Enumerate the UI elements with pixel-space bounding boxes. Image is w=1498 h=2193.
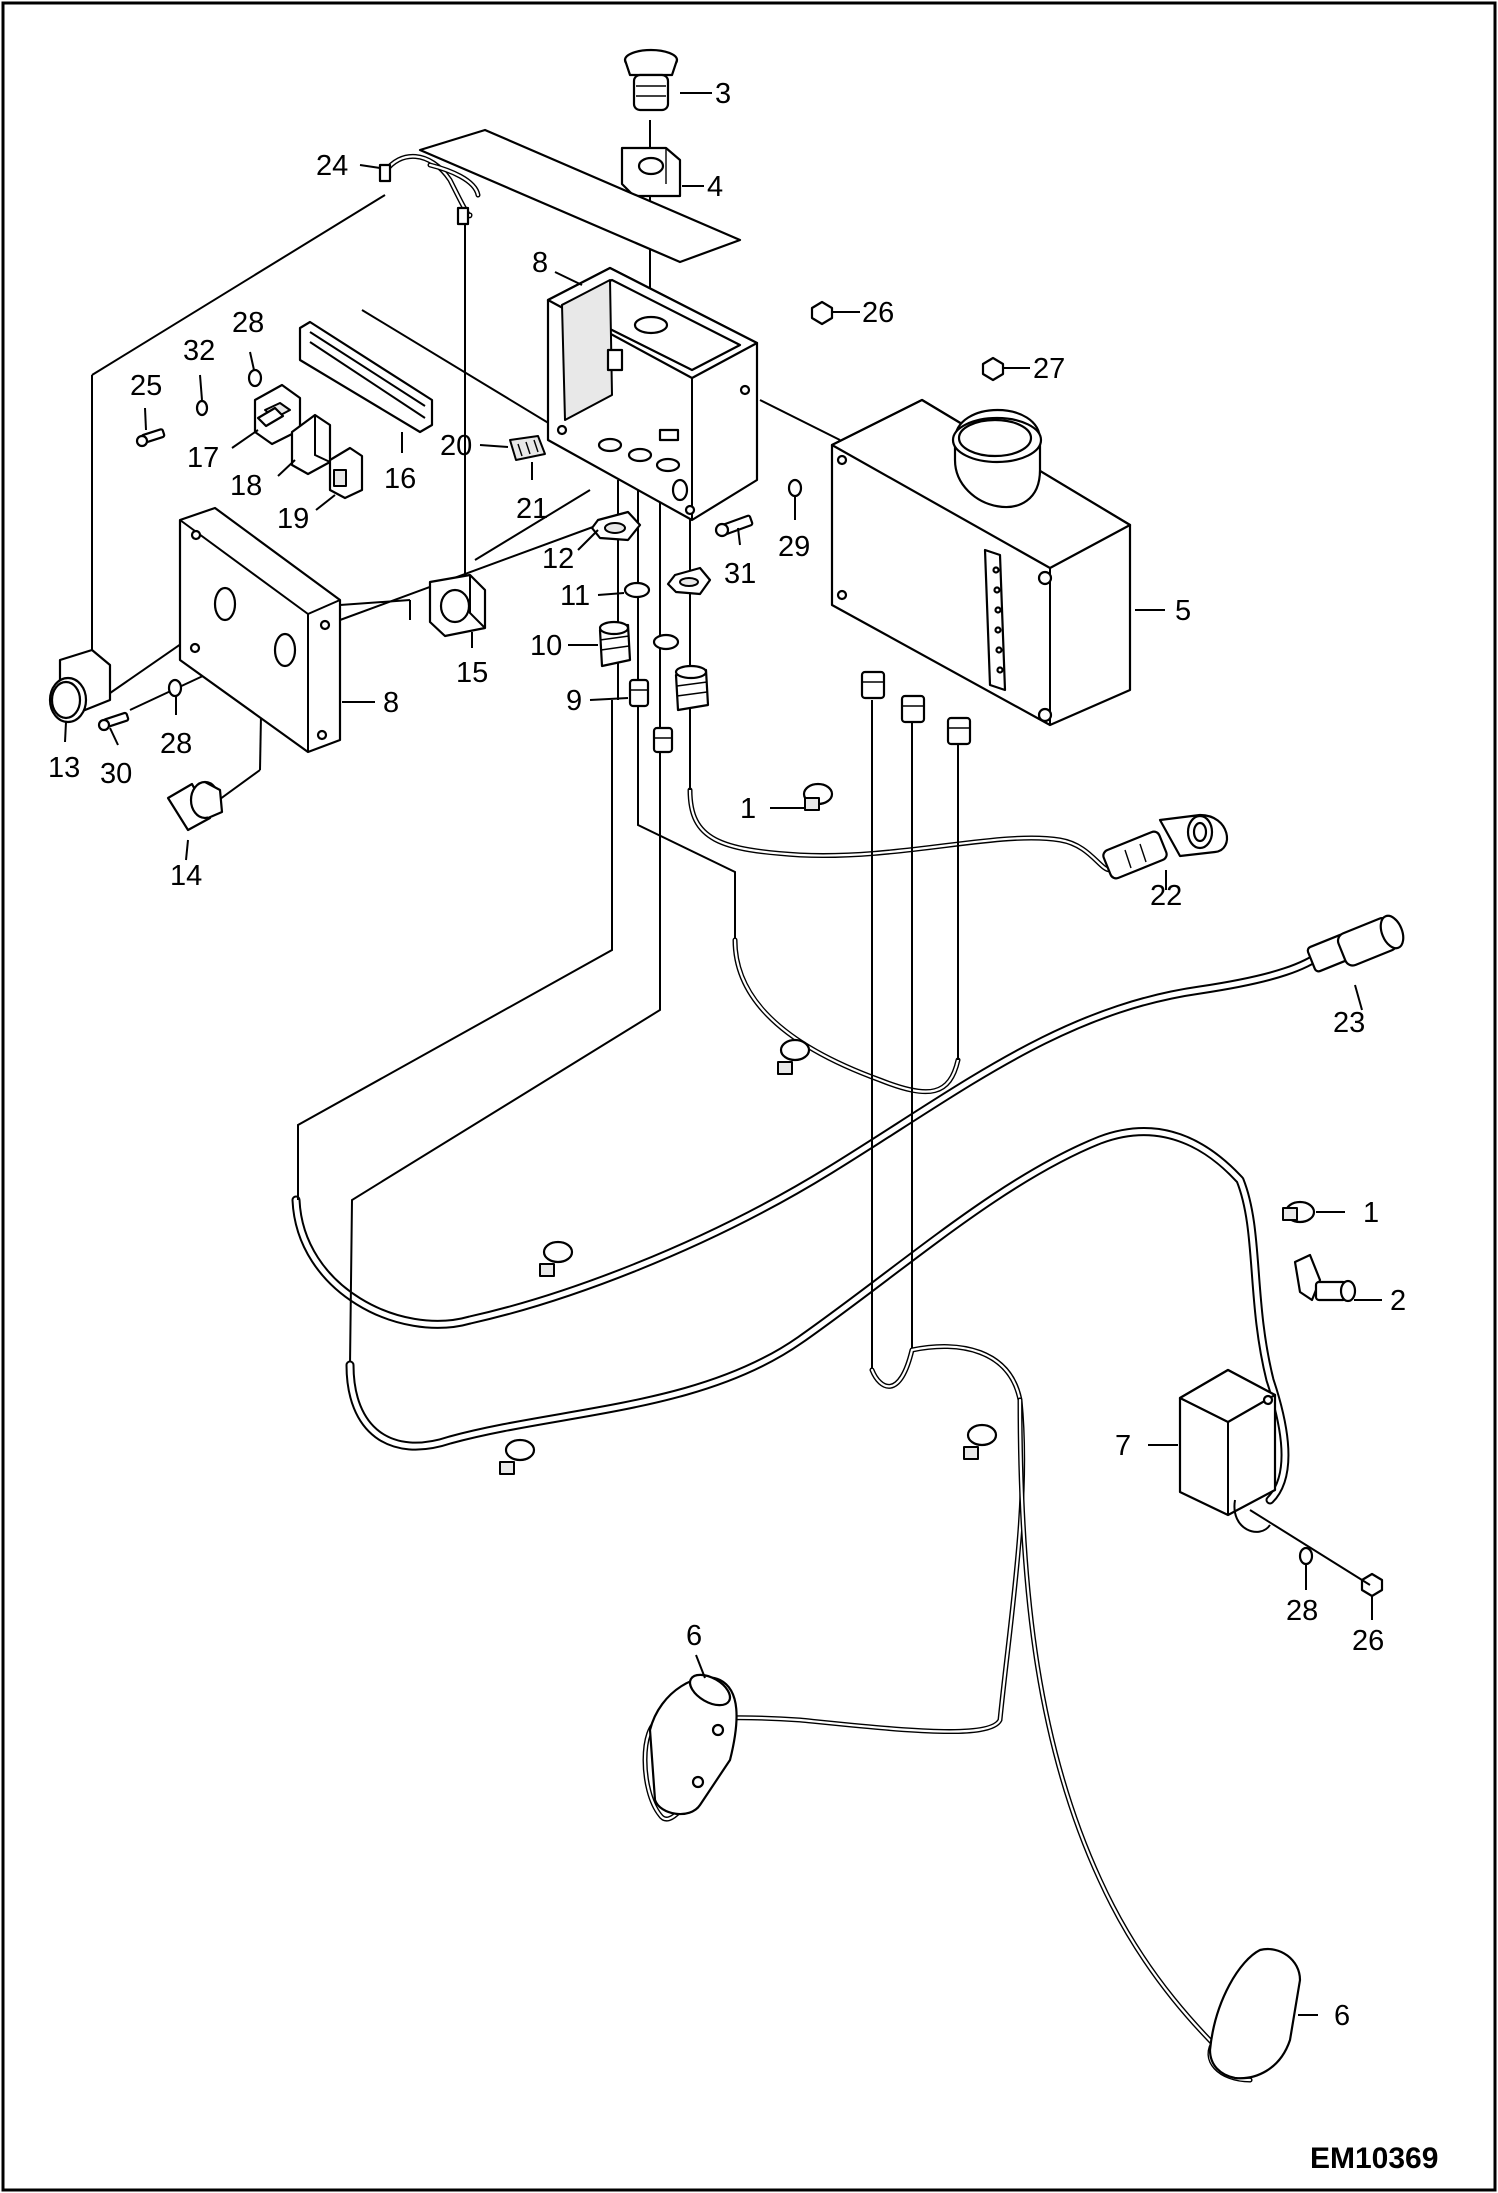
part-28-washer-top: [247, 368, 263, 388]
callout-29: 29: [778, 531, 810, 563]
callout-5: 5: [1175, 595, 1191, 627]
callout-2: 2: [1390, 1285, 1406, 1317]
part-19-end-stop: [328, 446, 364, 500]
part-12-lock-nut: [590, 510, 712, 596]
callout-24: 24: [316, 150, 348, 182]
part-16-din-rail: [298, 320, 434, 434]
part-4-square-seal: [620, 146, 682, 198]
part-20-terminal-marker: [509, 435, 546, 461]
part-2-clip: [1293, 1253, 1357, 1303]
part-24-ground-wire: [378, 154, 481, 260]
part-25-screw: [135, 428, 166, 448]
part-7-module: [1178, 1368, 1384, 1598]
callout-1-right: 1: [1363, 1197, 1379, 1229]
callout-30: 30: [100, 758, 132, 790]
callout-28-top: 28: [232, 307, 264, 339]
callout-13: 13: [48, 752, 80, 784]
part-27-nut: [981, 356, 1005, 382]
part-22-elbow-connector: [1102, 813, 1229, 880]
part-5-control-box: [830, 398, 1132, 727]
callout-11: 11: [560, 580, 590, 612]
callout-8-top: 8: [532, 247, 548, 279]
callout-26-bottom: 26: [1352, 1625, 1384, 1657]
gasket-plate: [418, 128, 742, 264]
part-3-button-cap: [623, 48, 679, 112]
callout-19: 19: [277, 503, 309, 535]
callout-21: 21: [516, 493, 548, 525]
callout-leaders: [64, 92, 1382, 2016]
callout-14: 14: [170, 860, 202, 892]
callout-3: 3: [715, 78, 731, 110]
part-1-cable-ties: [499, 782, 1316, 1475]
callout-25: 25: [130, 370, 162, 402]
part-30-screw: [97, 711, 130, 732]
part-11-seal-ring: [623, 581, 680, 651]
part-28-washer-mid: [167, 678, 183, 698]
callout-20: 20: [440, 430, 472, 462]
callout-10: 10: [530, 630, 562, 662]
callout-4: 4: [707, 171, 723, 203]
part-6-sensor-upper: [648, 1673, 738, 1816]
callout-17: 17: [187, 442, 219, 474]
part-29-washer: [787, 478, 803, 498]
part-6-sensor-lower: [1208, 1947, 1302, 2080]
callout-23: 23: [1333, 1007, 1365, 1039]
callout-16: 16: [384, 463, 416, 495]
reference-code: EM10369: [1310, 2142, 1438, 2175]
part-9-small-gland: [628, 678, 674, 754]
part-10-gland-body: [598, 620, 710, 712]
callout-15: 15: [456, 657, 488, 689]
callout-28-mid: 28: [160, 728, 192, 760]
part-23-straight-connector: [1306, 914, 1405, 973]
callout-6-upper: 6: [686, 1620, 702, 1652]
harness-wires: [291, 700, 1335, 2083]
callout-22: 22: [1150, 880, 1182, 912]
callout-labels: 3 4 24 8 26 27 28 32 25 17 18 16 19 20 2…: [48, 78, 1406, 2032]
callout-28-bottom: 28: [1286, 1595, 1318, 1627]
callout-12: 12: [542, 543, 574, 575]
part-17-terminal-clamp: [253, 383, 302, 446]
reference-code-text: EM10369: [1310, 2142, 1438, 2175]
callout-9: 9: [566, 685, 582, 717]
callout-18: 18: [230, 470, 262, 502]
part-26-nut-top: [810, 300, 834, 326]
part-14-selector-knob: [166, 780, 224, 832]
callout-1-upper: 1: [740, 793, 756, 825]
callout-8-bottom: 8: [383, 687, 399, 719]
part-15-square-seal: [428, 573, 487, 638]
callout-27: 27: [1033, 353, 1065, 385]
callout-7: 7: [1115, 1430, 1131, 1462]
part-13-push-button: [48, 648, 112, 724]
callout-26-top: 26: [862, 297, 894, 329]
callout-6-lower: 6: [1334, 2000, 1350, 2032]
callout-32: 32: [183, 335, 215, 367]
box-5-cable-glands: [860, 670, 972, 746]
part-8-junction-box: [546, 266, 759, 522]
callout-31: 31: [724, 558, 756, 590]
part-8-mounting-plate: [178, 506, 342, 754]
part-32-washer: [195, 399, 209, 417]
part-18-terminal-plate: [290, 413, 332, 476]
